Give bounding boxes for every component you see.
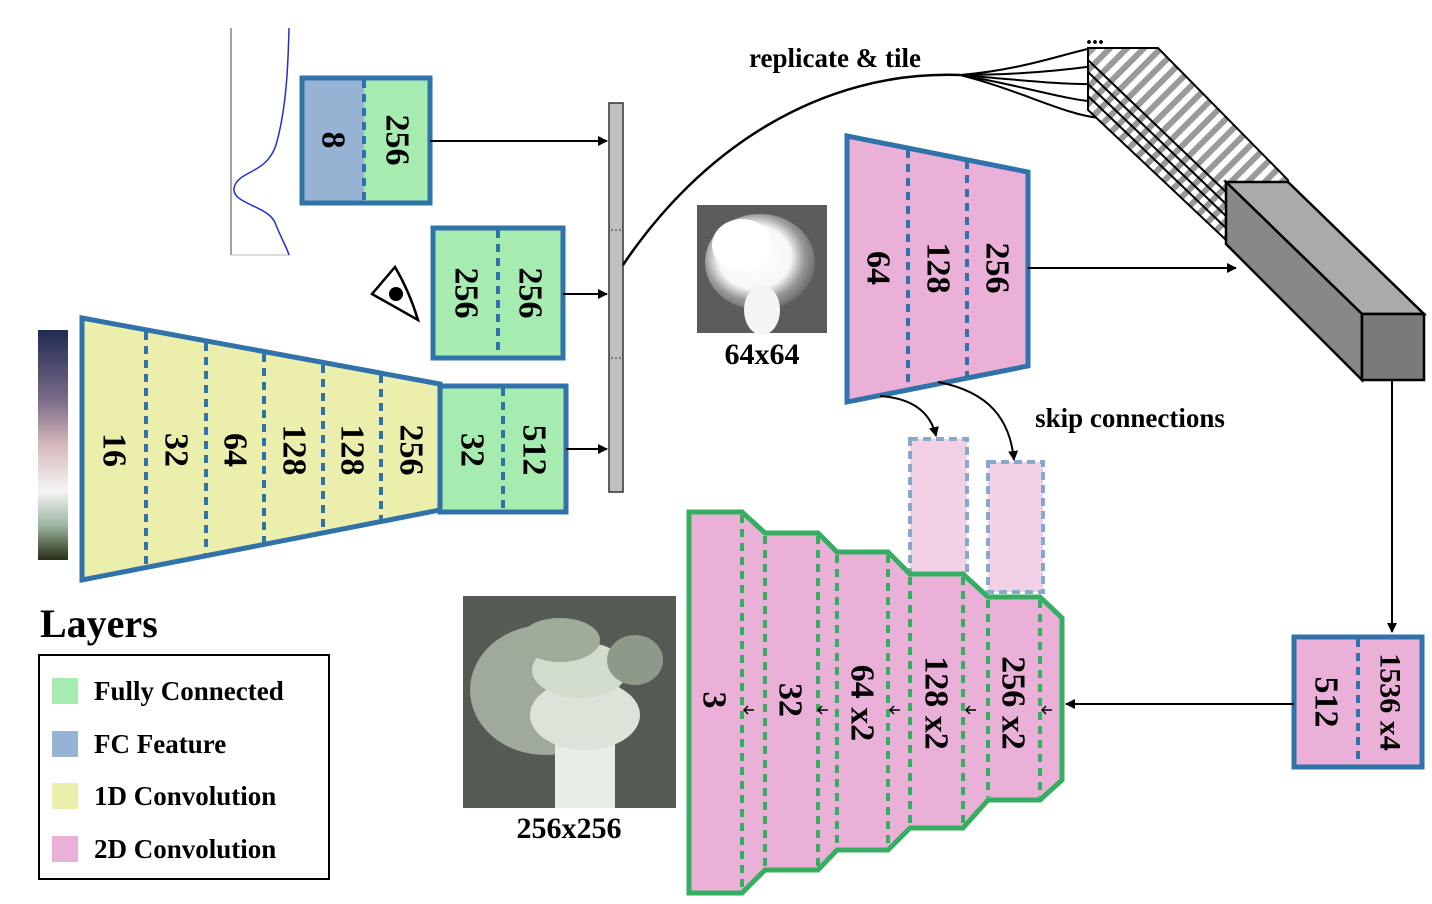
conv1d-layer-2: 32 bbox=[158, 433, 195, 467]
bottleneck-layer-2: 1536 x4 bbox=[1374, 653, 1407, 751]
ellipsis-label: ... bbox=[1086, 24, 1104, 50]
conv1d-layer-1: 16 bbox=[96, 433, 133, 467]
legend-item-fully-connected: Fully Connected bbox=[52, 676, 284, 706]
decoder-layer-2: 32 bbox=[772, 683, 809, 717]
legend-swatch-fully-connected bbox=[52, 678, 78, 704]
tiled-feature-stack bbox=[1087, 47, 1428, 384]
legend-label: 1D Convolution bbox=[94, 780, 277, 811]
legend-swatch-fc-feature bbox=[52, 731, 78, 757]
conv2d-encoder: 64 128 256 bbox=[844, 132, 1031, 406]
skip-label: skip connections bbox=[1035, 403, 1225, 433]
concat-bar bbox=[608, 102, 624, 493]
legend-label: Fully Connected bbox=[94, 675, 284, 706]
distribution-plot bbox=[230, 27, 290, 256]
encoder-layer-2: 128 bbox=[920, 243, 957, 294]
conv1d-layer-3: 64 bbox=[217, 433, 254, 467]
legend-item-fc-feature: FC Feature bbox=[52, 729, 226, 759]
legend-label: 2D Convolution bbox=[94, 833, 277, 864]
decoder-layer-4: 128 x2 bbox=[918, 656, 955, 750]
legend-item-1d-convolution: 1D Convolution bbox=[52, 781, 276, 811]
conv1d-layer-5: 128 bbox=[334, 425, 371, 476]
conv1d-fc-layer-2: 512 bbox=[516, 425, 553, 476]
small-image-caption: 64x64 bbox=[725, 338, 800, 371]
encoder-layer-1: 64 bbox=[860, 251, 897, 285]
legend-swatch-2d-convolution bbox=[52, 836, 78, 862]
legend-label: FC Feature bbox=[94, 728, 227, 759]
legend-item-2d-convolution: 2D Convolution bbox=[52, 834, 276, 864]
skip-block-2 bbox=[986, 460, 1045, 594]
replicate-label: replicate & tile bbox=[749, 43, 921, 73]
tile-curves bbox=[959, 47, 1101, 119]
view-layer-1: 256 bbox=[448, 268, 485, 319]
fc-feature-size: 8 bbox=[315, 132, 352, 149]
bottleneck-layer-1: 512 bbox=[1308, 677, 1345, 728]
legend: Fully Connected FC Feature 1D Convolutio… bbox=[38, 654, 330, 880]
skip-block-1 bbox=[908, 437, 969, 576]
decoder-layer-3: 64 x2 bbox=[844, 665, 881, 742]
bottleneck-block: 512 1536 x4 bbox=[1291, 634, 1425, 770]
colormap-bar bbox=[38, 330, 68, 560]
conv2d-decoder: 3 32 64 x2 128 x2 256 x2 bbox=[686, 509, 1065, 896]
legend-swatch-1d-convolution bbox=[52, 783, 78, 809]
decoder-layer-1: 3 bbox=[696, 692, 733, 709]
smoke-image-small bbox=[697, 205, 827, 335]
conv1d-fc-block: 32 512 bbox=[437, 383, 569, 515]
decoder-layer-5: 256 x2 bbox=[995, 656, 1032, 750]
conv1d-fc-layer-1: 32 bbox=[454, 433, 491, 467]
legend-title: Layers bbox=[40, 601, 158, 646]
replicate-curve bbox=[621, 73, 961, 266]
eye-icon bbox=[370, 264, 421, 323]
large-image-caption: 256x256 bbox=[517, 812, 622, 845]
view-layer-2: 256 bbox=[512, 268, 549, 319]
fc-feature-block: 8 256 bbox=[299, 75, 433, 206]
smoke-image-large bbox=[463, 596, 676, 808]
fc-feature-fc-size: 256 bbox=[379, 115, 416, 166]
conv1d-layer-4: 128 bbox=[276, 425, 313, 476]
encoder-layer-3: 256 bbox=[979, 243, 1016, 294]
view-block: 256 256 bbox=[430, 225, 566, 361]
conv1d-block: 16 32 64 128 128 256 bbox=[79, 314, 443, 584]
conv1d-layer-6: 256 bbox=[393, 425, 430, 476]
